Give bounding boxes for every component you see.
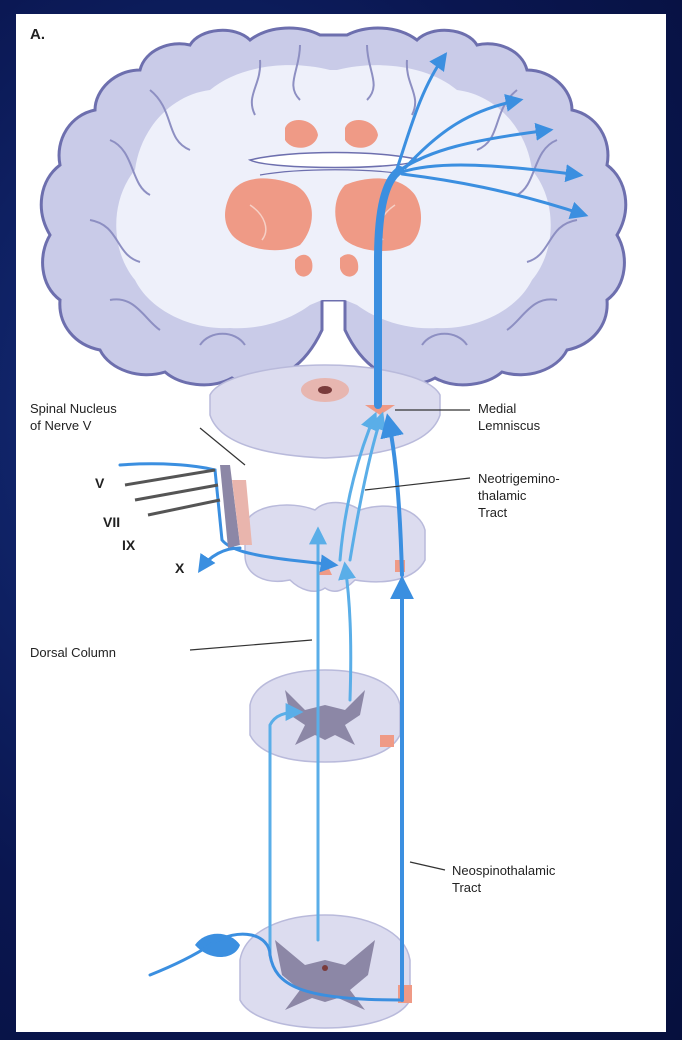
cranial-nerve-v-label: V — [95, 475, 104, 492]
neospinothalamic-label-1: Neospinothalamic — [452, 862, 555, 879]
cerebrum-section — [41, 28, 625, 385]
medial-lemniscus-label-2: Lemniscus — [478, 417, 540, 434]
spinal-nucleus-label-2: of Nerve V — [30, 417, 91, 434]
midbrain-section — [210, 365, 440, 458]
cranial-nerve-x-label: X — [175, 560, 184, 577]
dorsal-column-label: Dorsal Column — [30, 644, 116, 661]
cervical-cord-section — [250, 670, 400, 762]
neotrigemino-label-1: Neotrigemino- — [478, 470, 560, 487]
panel-letter: A. — [30, 26, 45, 43]
neotrigemino-label-2: thalamic — [478, 487, 526, 504]
leader-lines — [190, 410, 470, 870]
spinal-nucleus-label-1: Spinal Nucleus — [30, 400, 117, 417]
neospinothalamic-label-2: Tract — [452, 879, 481, 896]
spinal-nucleus-v — [125, 465, 252, 548]
cranial-nerve-vii-label: VII — [103, 514, 120, 531]
neotrigemino-label-3: Tract — [478, 504, 507, 521]
lumbar-cord-section — [195, 915, 412, 1028]
medial-lemniscus-label-1: Medial — [478, 400, 516, 417]
cranial-nerve-ix-label: IX — [122, 537, 135, 554]
